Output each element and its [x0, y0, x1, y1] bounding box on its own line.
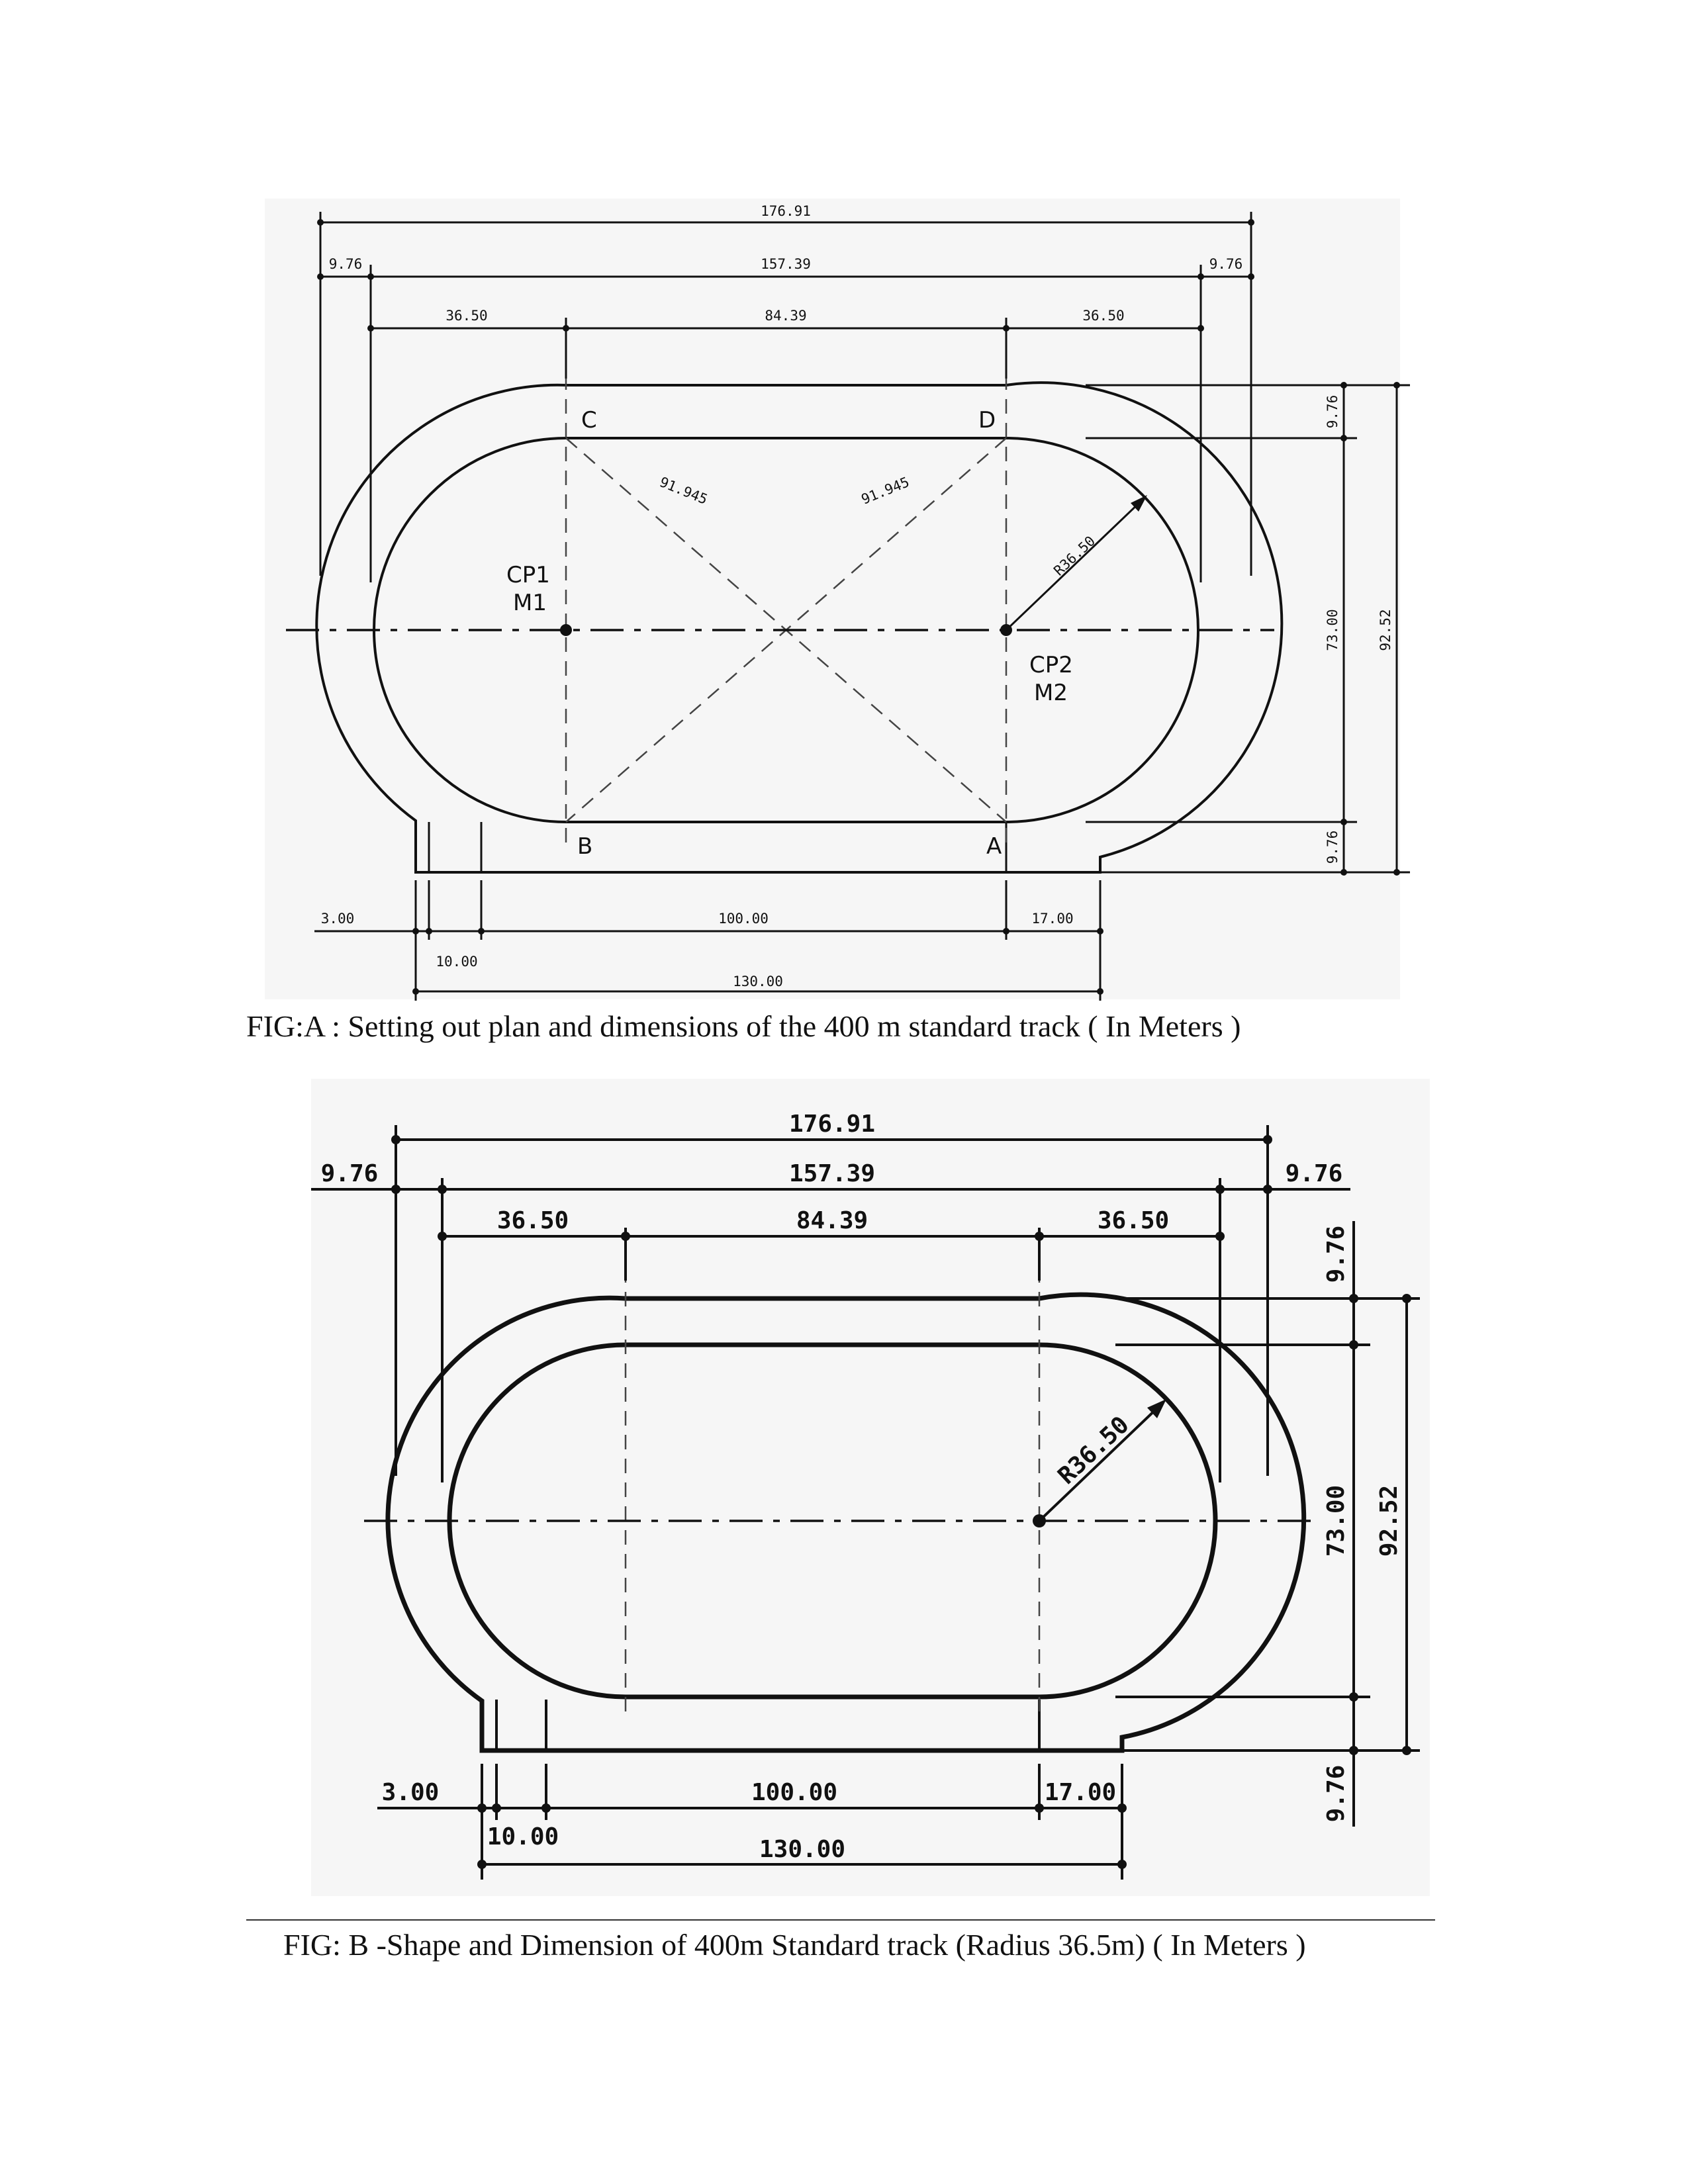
figure-a-radius-label: R36.50 [1051, 533, 1098, 578]
figure-b-radius-arrowhead [1147, 1399, 1166, 1418]
figure-b-overall-width-label: 92.52 [1376, 1485, 1403, 1557]
figure-a-radius-line [1005, 499, 1143, 631]
figure-a-inner-length-label: 157.39 [761, 256, 811, 272]
figure-a-top-dimensions [319, 212, 1252, 582]
figure-a-radius-span-left-label: 36.50 [445, 308, 487, 324]
figure-a-centre-point-1 [560, 624, 572, 636]
figure-a-lane-width-right-label: 9.76 [1209, 256, 1243, 272]
figure-a-background [265, 199, 1400, 999]
figure-a-m1-label: M1 [513, 590, 547, 616]
figure-a-cp2-label: CP2 [1029, 652, 1073, 678]
figure-b-caption: FIG: B -Shape and Dimension of 400m Stan… [283, 1928, 1306, 1962]
figure-a-point-a-label: A [986, 833, 1002, 860]
figure-a-sprint-total-label: 130.00 [733, 974, 783, 989]
figure-a-diagonal-2-label: 91.945 [859, 474, 912, 508]
figure-a-lane-width-top-label: 9.76 [1325, 395, 1340, 429]
figure-b-bottom-dimensions [377, 1764, 1123, 1880]
figure-a-overall-width-label: 92.52 [1378, 609, 1393, 651]
figure-a-point-d-label: D [978, 407, 996, 433]
figure-b-inner-length-label: 157.39 [789, 1160, 875, 1187]
figure-b-right-dimensions [1115, 1221, 1420, 1827]
figure-b-radius-line [1038, 1404, 1161, 1522]
figure-a-bottom-dimensions [314, 880, 1102, 1001]
figure-a-run-out-label: 17.00 [1031, 911, 1073, 927]
figure-b-background [311, 1079, 1430, 1896]
figure-b-lane-width-bottom-label: 9.76 [1323, 1765, 1350, 1823]
figure-a-lane-width-left-label: 9.76 [329, 256, 363, 272]
figure-b-start-zone-label: 10.00 [487, 1823, 559, 1850]
figure-b-sprint-straight-label: 100.00 [751, 1779, 837, 1806]
figure-a-point-b-label: B [577, 833, 592, 860]
figure-b-offset-start-label: 3.00 [382, 1779, 440, 1806]
figure-a-right-dimensions [1086, 384, 1410, 874]
figure-b-radius-span-right-label: 36.50 [1098, 1207, 1169, 1234]
figure-b-sprint-total-label: 130.00 [759, 1836, 845, 1863]
figure-b-lane-width-top-label: 9.76 [1323, 1226, 1350, 1283]
figure-a-drawing: 176.91 9.76 157.39 9.76 36.50 84.39 36.5… [286, 203, 1410, 1001]
figure-b-straight-length-label: 84.39 [796, 1207, 868, 1234]
figure-a-straight-length-label: 84.39 [765, 308, 806, 324]
figure-b-drawing: 176.91 9.76 157.39 9.76 36.50 84.39 36.5… [311, 1111, 1420, 1880]
figure-a-sprint-straight-label: 100.00 [718, 911, 769, 927]
figure-b-lane-width-right-label: 9.76 [1286, 1160, 1343, 1187]
figure-a-caption: FIG:A : Setting out plan and dimensions … [246, 1009, 1241, 1043]
figure-a-radius-span-right-label: 36.50 [1082, 308, 1124, 324]
figure-b-radius-span-left-label: 36.50 [497, 1207, 569, 1234]
figure-a-inner-width-label: 73.00 [1325, 609, 1340, 651]
figure-b-radius-label: R36.50 [1053, 1411, 1135, 1490]
figure-a-cp1-label: CP1 [506, 562, 550, 588]
figure-b-inner-width-label: 73.00 [1323, 1485, 1350, 1557]
figure-a-diagonal-1-label: 91.945 [657, 474, 710, 508]
figure-a-start-zone-label: 10.00 [436, 954, 477, 970]
figure-a-overall-length-label: 176.91 [761, 203, 811, 219]
figure-b-overall-length-label: 176.91 [789, 1111, 875, 1138]
figure-b-outer-track [385, 1292, 1307, 1753]
figure-a-outer-track [315, 381, 1284, 874]
figure-b-run-out-label: 17.00 [1045, 1779, 1116, 1806]
figure-a-point-c-label: C [581, 407, 597, 433]
figure-b-lane-width-left-label: 9.76 [321, 1160, 379, 1187]
figure-a-lane-width-bottom-label: 9.76 [1325, 831, 1340, 864]
figure-a-radius-arrowhead [1131, 495, 1147, 512]
figure-a-m2-label: M2 [1034, 680, 1068, 706]
figure-b-top-dimensions [311, 1125, 1350, 1482]
caption-divider [246, 1919, 1435, 1921]
figure-a-offset-start-label: 3.00 [321, 911, 355, 927]
